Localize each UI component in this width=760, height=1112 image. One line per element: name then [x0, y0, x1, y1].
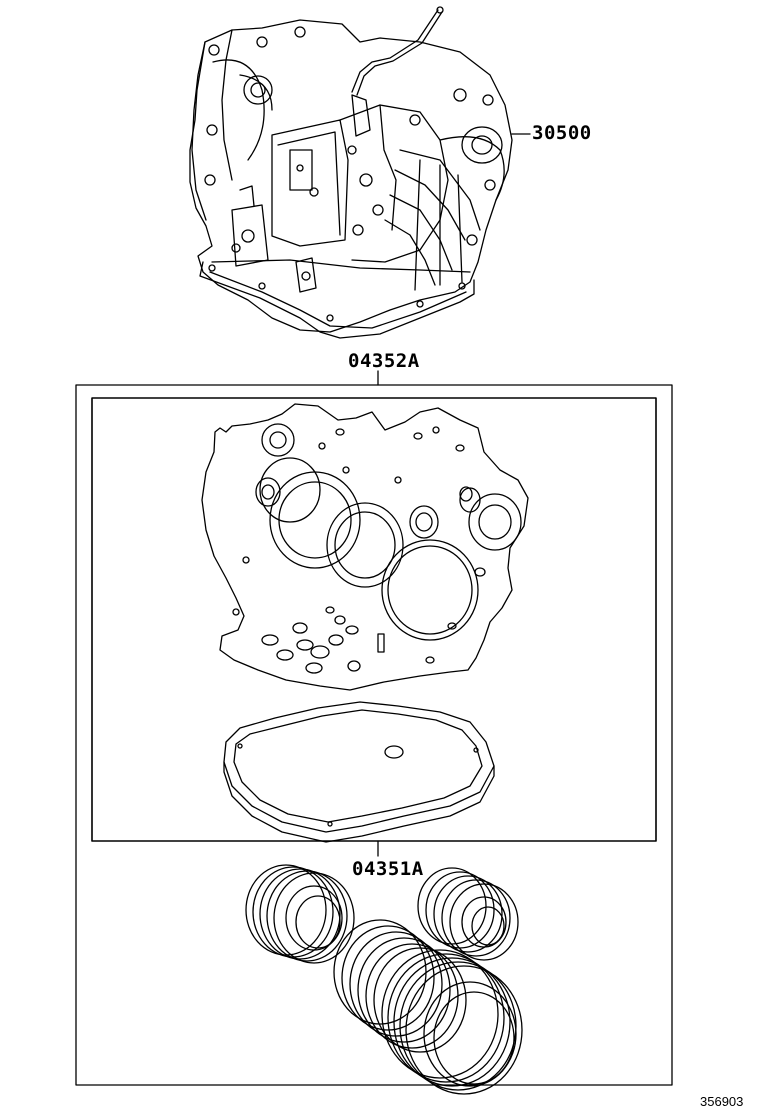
part-number-04352A[interactable]: 04352A	[348, 350, 420, 372]
oil-pan-gasket-icon	[223, 701, 495, 843]
clutch-disc-rings-icon	[245, 864, 523, 1095]
overhaul-kit-box	[75, 384, 673, 1086]
gasket-kit-box	[91, 397, 657, 842]
gasket-plate-icon	[201, 403, 529, 691]
transmission-assembly-icon	[189, 6, 513, 339]
part-number-30500[interactable]: 30500	[532, 122, 592, 144]
part-number-04351A[interactable]: 04351A	[352, 858, 424, 880]
figure-code: 356903	[700, 1094, 744, 1109]
